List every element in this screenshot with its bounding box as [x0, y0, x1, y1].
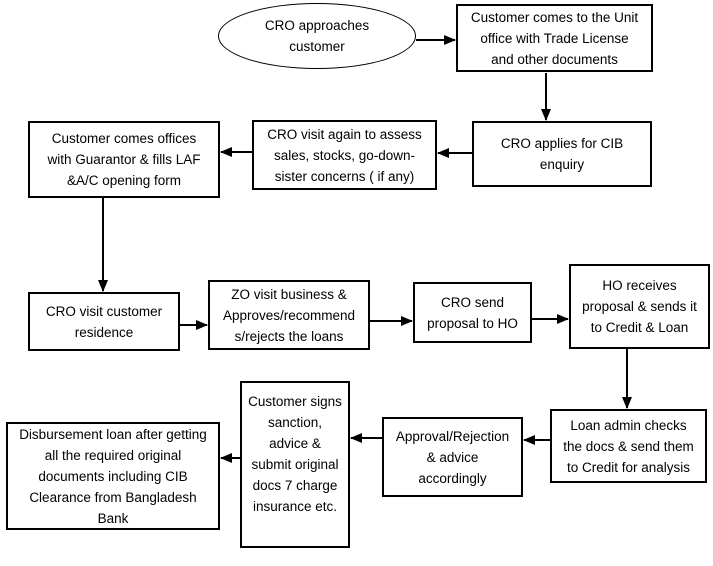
- node-approval-rejection: Approval/Rejection & advice accordingly: [382, 417, 523, 497]
- node-label-customer-unit-office: Customer comes to the Unit office with T…: [470, 9, 639, 67]
- node-visit-residence: CRO visit customer residence: [28, 292, 180, 351]
- node-guarantor-laf: Customer comes offices with Guarantor & …: [28, 121, 220, 198]
- node-label-cro-visit-again: CRO visit again to assess sales, stocks,…: [267, 126, 422, 184]
- node-customer-signs: Customer signs sanction, advice & submit…: [240, 381, 350, 548]
- node-label-cro-send-proposal: CRO send proposal to HO: [427, 294, 518, 331]
- node-label-cro-applies-cib: CRO applies for CIB enquiry: [500, 136, 624, 172]
- node-label-approval-rejection: Approval/Rejection & advice accordingly: [395, 428, 510, 486]
- node-cro-send-proposal: CRO send proposal to HO: [413, 282, 532, 343]
- node-label-guarantor-laf: Customer comes offices with Guarantor & …: [47, 131, 201, 188]
- node-label-cro-approaches-customer: CRO approaches customer: [264, 18, 370, 54]
- node-cro-visit-again: CRO visit again to assess sales, stocks,…: [252, 120, 437, 190]
- node-disbursement-loan: Disbursement loan after getting all the …: [6, 422, 220, 530]
- node-zo-visit-business: ZO visit business & Approves/recommend s…: [208, 280, 370, 350]
- node-label-customer-signs: Customer signs sanction, advice & submit…: [248, 394, 342, 514]
- node-loan-admin-checks: Loan admin checks the docs & send them t…: [550, 409, 707, 483]
- node-customer-unit-office: Customer comes to the Unit office with T…: [456, 4, 653, 72]
- node-label-ho-receives-proposal: HO receives proposal & sends it to Credi…: [582, 278, 697, 335]
- node-cro-applies-cib: CRO applies for CIB enquiry: [472, 121, 652, 187]
- node-cro-approaches-customer: CRO approaches customer: [218, 3, 416, 69]
- node-label-visit-residence: CRO visit customer residence: [45, 303, 163, 340]
- node-ho-receives-proposal: HO receives proposal & sends it to Credi…: [569, 264, 710, 349]
- node-label-disbursement-loan: Disbursement loan after getting all the …: [19, 426, 207, 526]
- node-label-loan-admin-checks: Loan admin checks the docs & send them t…: [563, 417, 694, 475]
- node-label-zo-visit-business: ZO visit business & Approves/recommend s…: [222, 286, 356, 344]
